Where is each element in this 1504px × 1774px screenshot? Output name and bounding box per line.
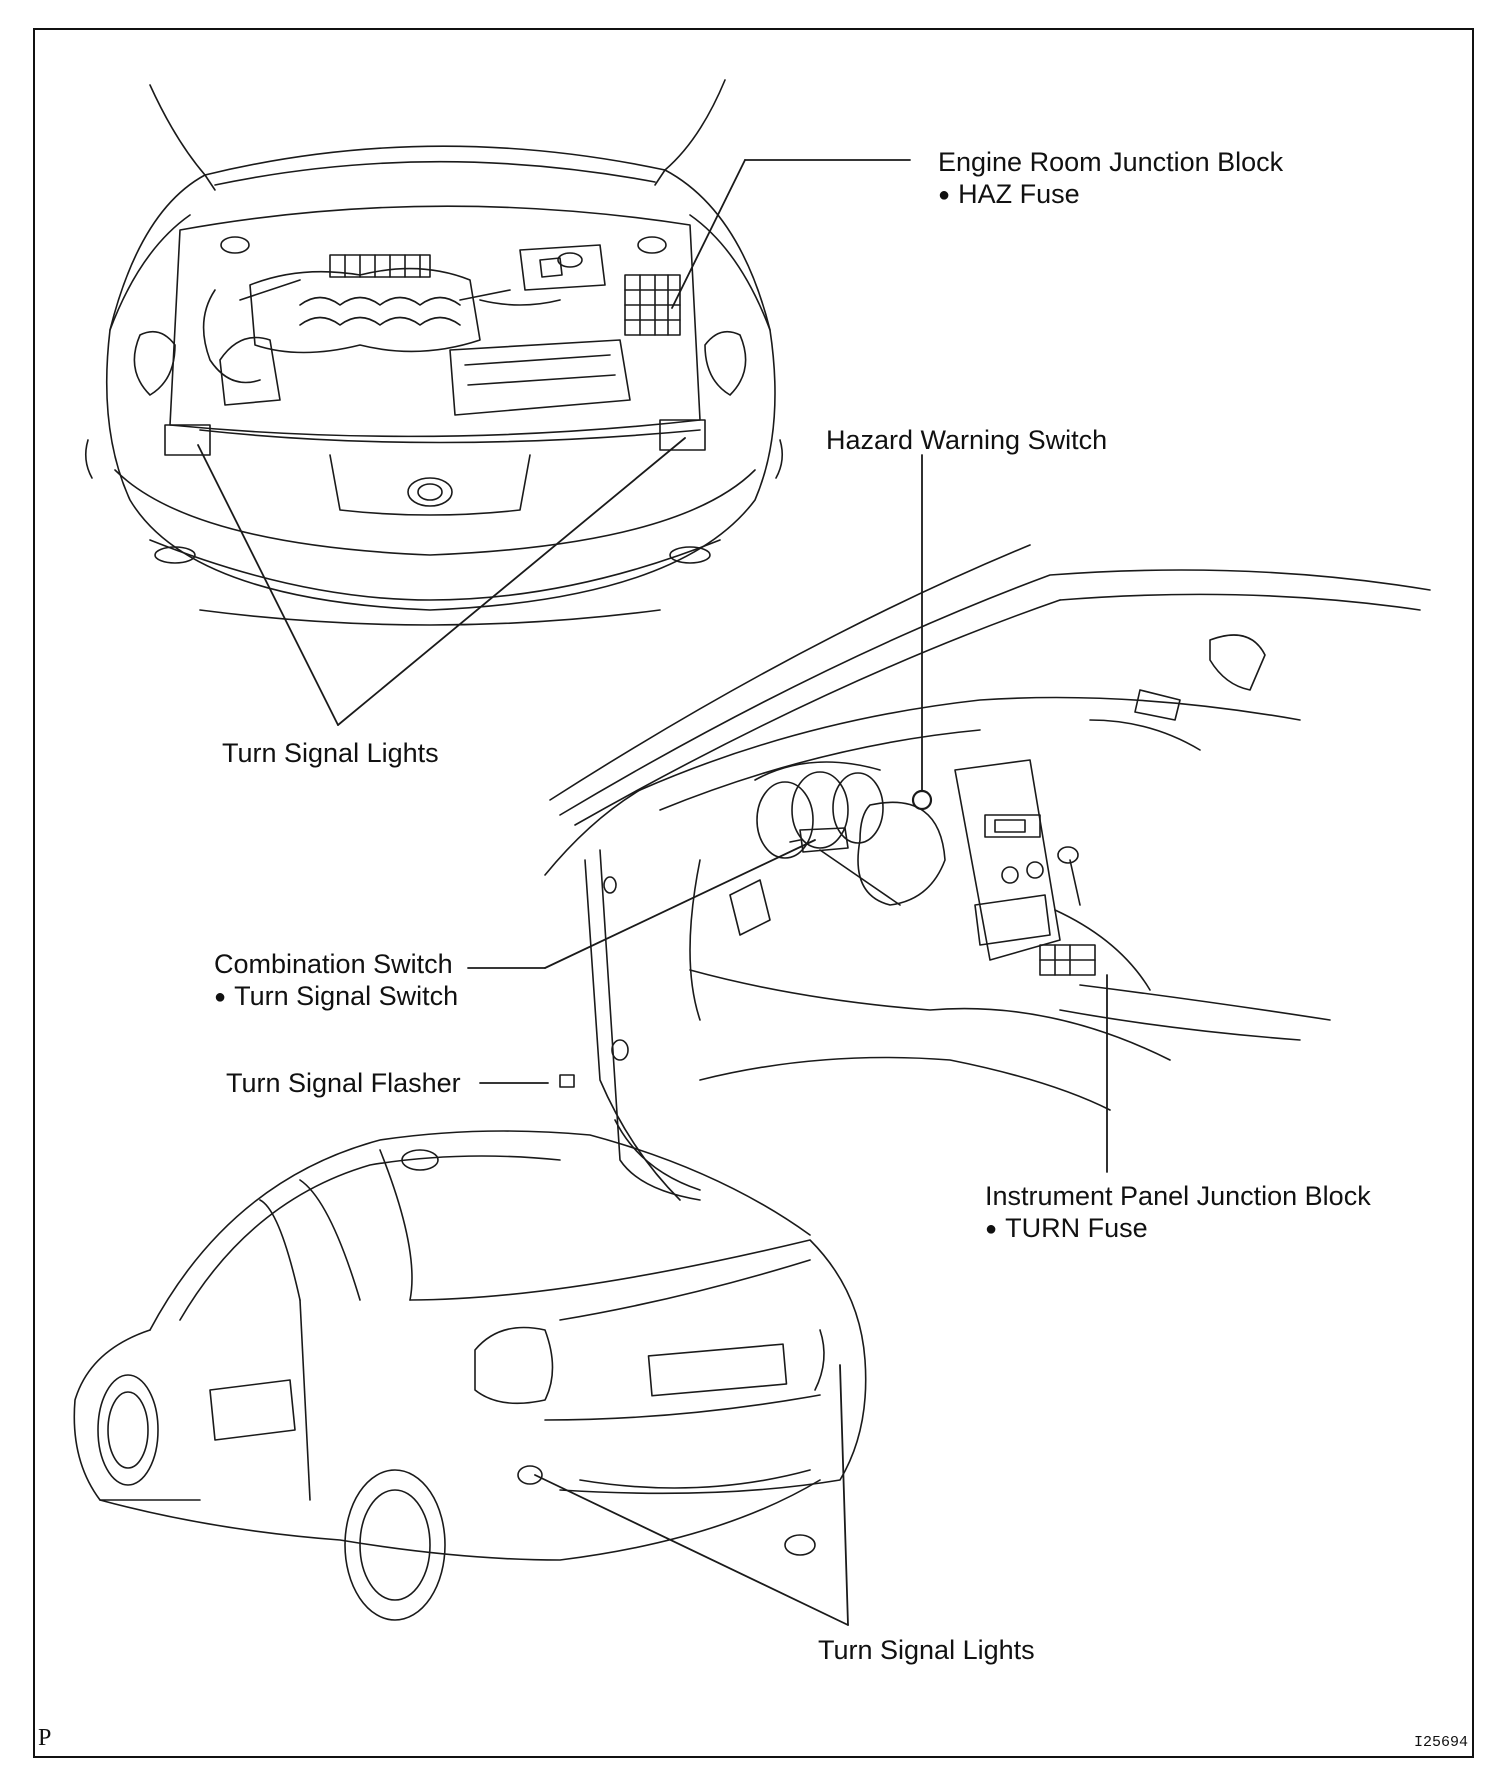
combination-switch-label: Combination Switch — [214, 949, 453, 979]
haz-fuse-label: HAZ Fuse — [938, 178, 1080, 213]
leader-lines — [197, 159, 1108, 1626]
figure-code: I25694 — [1414, 1734, 1469, 1751]
front-car-engine-bay — [84, 79, 784, 626]
front-turn-signal-lights-label: Turn Signal Lights — [222, 738, 439, 768]
turn-signal-flasher-label: Turn Signal Flasher — [226, 1068, 461, 1098]
turn-fuse-label: TURN Fuse — [985, 1212, 1148, 1247]
interior-dashboard — [544, 544, 1431, 1201]
engine-room-junction-block-label: Engine Room Junction Block — [938, 147, 1284, 177]
figure-frame — [33, 28, 1474, 1758]
hazard-warning-switch-label: Hazard Warning Switch — [826, 425, 1108, 455]
turn-signal-switch-label: Turn Signal Switch — [214, 980, 458, 1015]
rear-turn-signal-lights-label: Turn Signal Lights — [818, 1635, 1035, 1665]
instrument-panel-junction-block-label: Instrument Panel Junction Block — [985, 1181, 1371, 1211]
corner-mark: P — [38, 1725, 52, 1751]
rear-car — [73, 1130, 867, 1621]
